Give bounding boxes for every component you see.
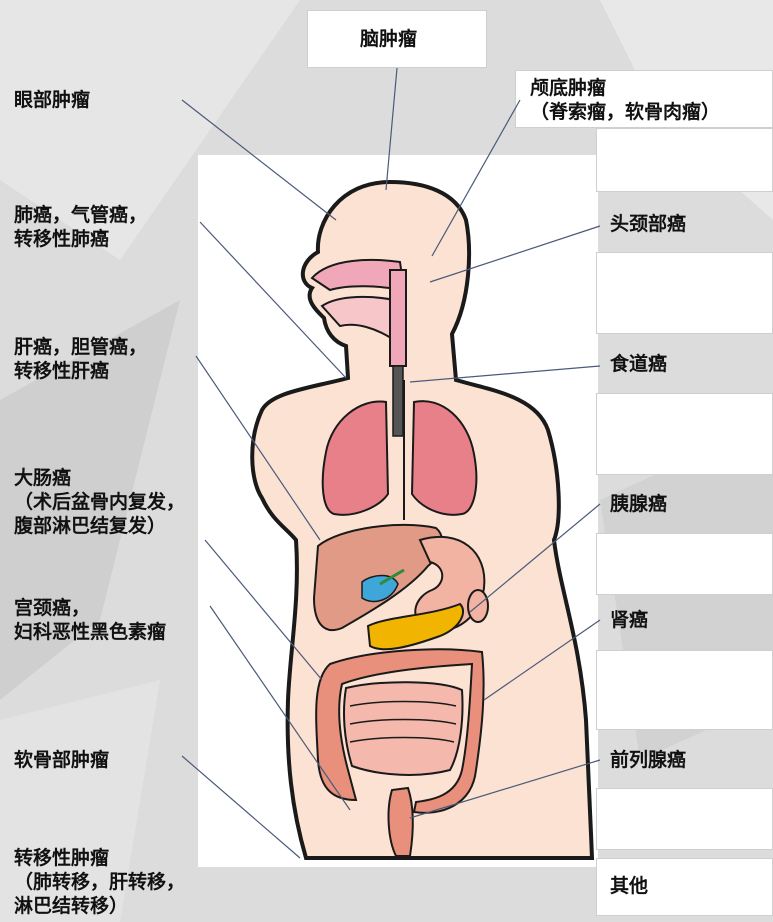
label-pancreatic-cancer: 胰腺癌	[610, 492, 667, 516]
label-cervical-cancer: 宫颈癌， 妇科恶性黑色素瘤	[14, 596, 166, 644]
label-esophageal-cancer: 食道癌	[610, 352, 667, 376]
label-skull-base-tumor: 颅底肿瘤 （脊索瘤，软骨肉瘤）	[530, 76, 720, 124]
label-liver-cancer: 肝癌，胆管癌， 转移性肝癌	[14, 335, 147, 383]
label-prostate-cancer: 前列腺癌	[610, 748, 686, 772]
label-metastatic-tumor: 转移性肿瘤 （肺转移，肝转移， 淋巴结转移）	[14, 846, 185, 918]
label-kidney-cancer: 肾癌	[610, 608, 648, 632]
label-head-neck-cancer: 头颈部癌	[610, 212, 686, 236]
label-other: 其他	[610, 874, 648, 898]
label-eye-tumor: 眼部肿瘤	[14, 88, 90, 112]
label-brain-tumor: 脑肿瘤	[360, 27, 417, 51]
label-lung-cancer: 肺癌，气管癌， 转移性肺癌	[14, 203, 147, 251]
label-colorectal-cancer: 大肠癌 （术后盆骨内复发， 腹部淋巴结复发）	[14, 466, 185, 538]
label-soft-tissue-tumor: 软骨部肿瘤	[14, 748, 109, 772]
